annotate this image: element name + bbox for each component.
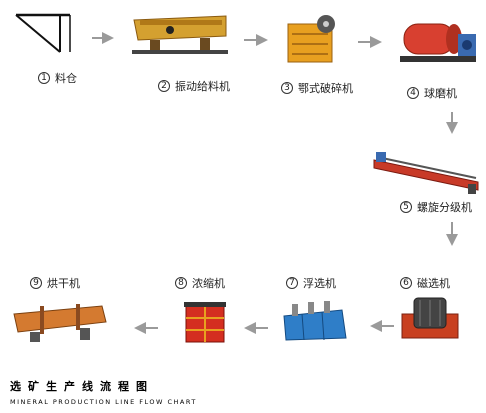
step-number-9: 9 — [30, 277, 42, 289]
step-name-9: 烘干机 — [47, 277, 80, 290]
step-label-3: 3 鄂式破碎机 — [281, 80, 353, 96]
step-label-7: 7 浮选机 — [286, 275, 336, 291]
step-name-1: 料仓 — [55, 72, 77, 85]
step-label-6: 6 磁选机 — [400, 275, 450, 291]
chart-subtitle: MINERAL PRODUCTION LINE FLOW CHART — [10, 398, 197, 406]
step-label-8: 8 浓缩机 — [175, 275, 225, 291]
step-name-5: 螺旋分级机 — [417, 201, 472, 214]
spiral-classifier-icon — [373, 152, 479, 194]
step-number-1: 1 — [38, 72, 50, 84]
step-number-8: 8 — [175, 277, 187, 289]
step-number-7: 7 — [286, 277, 298, 289]
step-name-6: 磁选机 — [417, 277, 450, 290]
rotary-dryer-icon — [13, 304, 107, 342]
step-label-4: 4 球磨机 — [407, 85, 457, 101]
jaw-crusher-icon — [287, 15, 335, 63]
hopper-icon — [15, 13, 71, 53]
magnetic-separator-icon — [401, 297, 459, 339]
chart-title: 选矿生产线流程图 — [10, 380, 154, 393]
step-label-5: 5 螺旋分级机 — [400, 199, 472, 215]
step-label-9: 9 烘干机 — [30, 275, 80, 291]
step-number-5: 5 — [400, 201, 412, 213]
step-number-4: 4 — [407, 87, 419, 99]
step-label-2: 2 振动给料机 — [158, 78, 230, 94]
thickener-icon — [184, 302, 226, 343]
step-number-2: 2 — [158, 80, 170, 92]
flotation-machine-icon — [283, 301, 347, 341]
step-name-8: 浓缩机 — [192, 277, 225, 290]
step-label-1: 1 料仓 — [38, 70, 77, 86]
vibrating-feeder-icon — [132, 15, 228, 54]
step-name-2: 振动给料机 — [175, 80, 230, 93]
step-number-3: 3 — [281, 82, 293, 94]
step-name-7: 浮选机 — [303, 277, 336, 290]
ball-mill-icon — [400, 23, 476, 62]
step-number-6: 6 — [400, 277, 412, 289]
step-name-3: 鄂式破碎机 — [298, 82, 353, 95]
step-name-4: 球磨机 — [424, 87, 457, 100]
